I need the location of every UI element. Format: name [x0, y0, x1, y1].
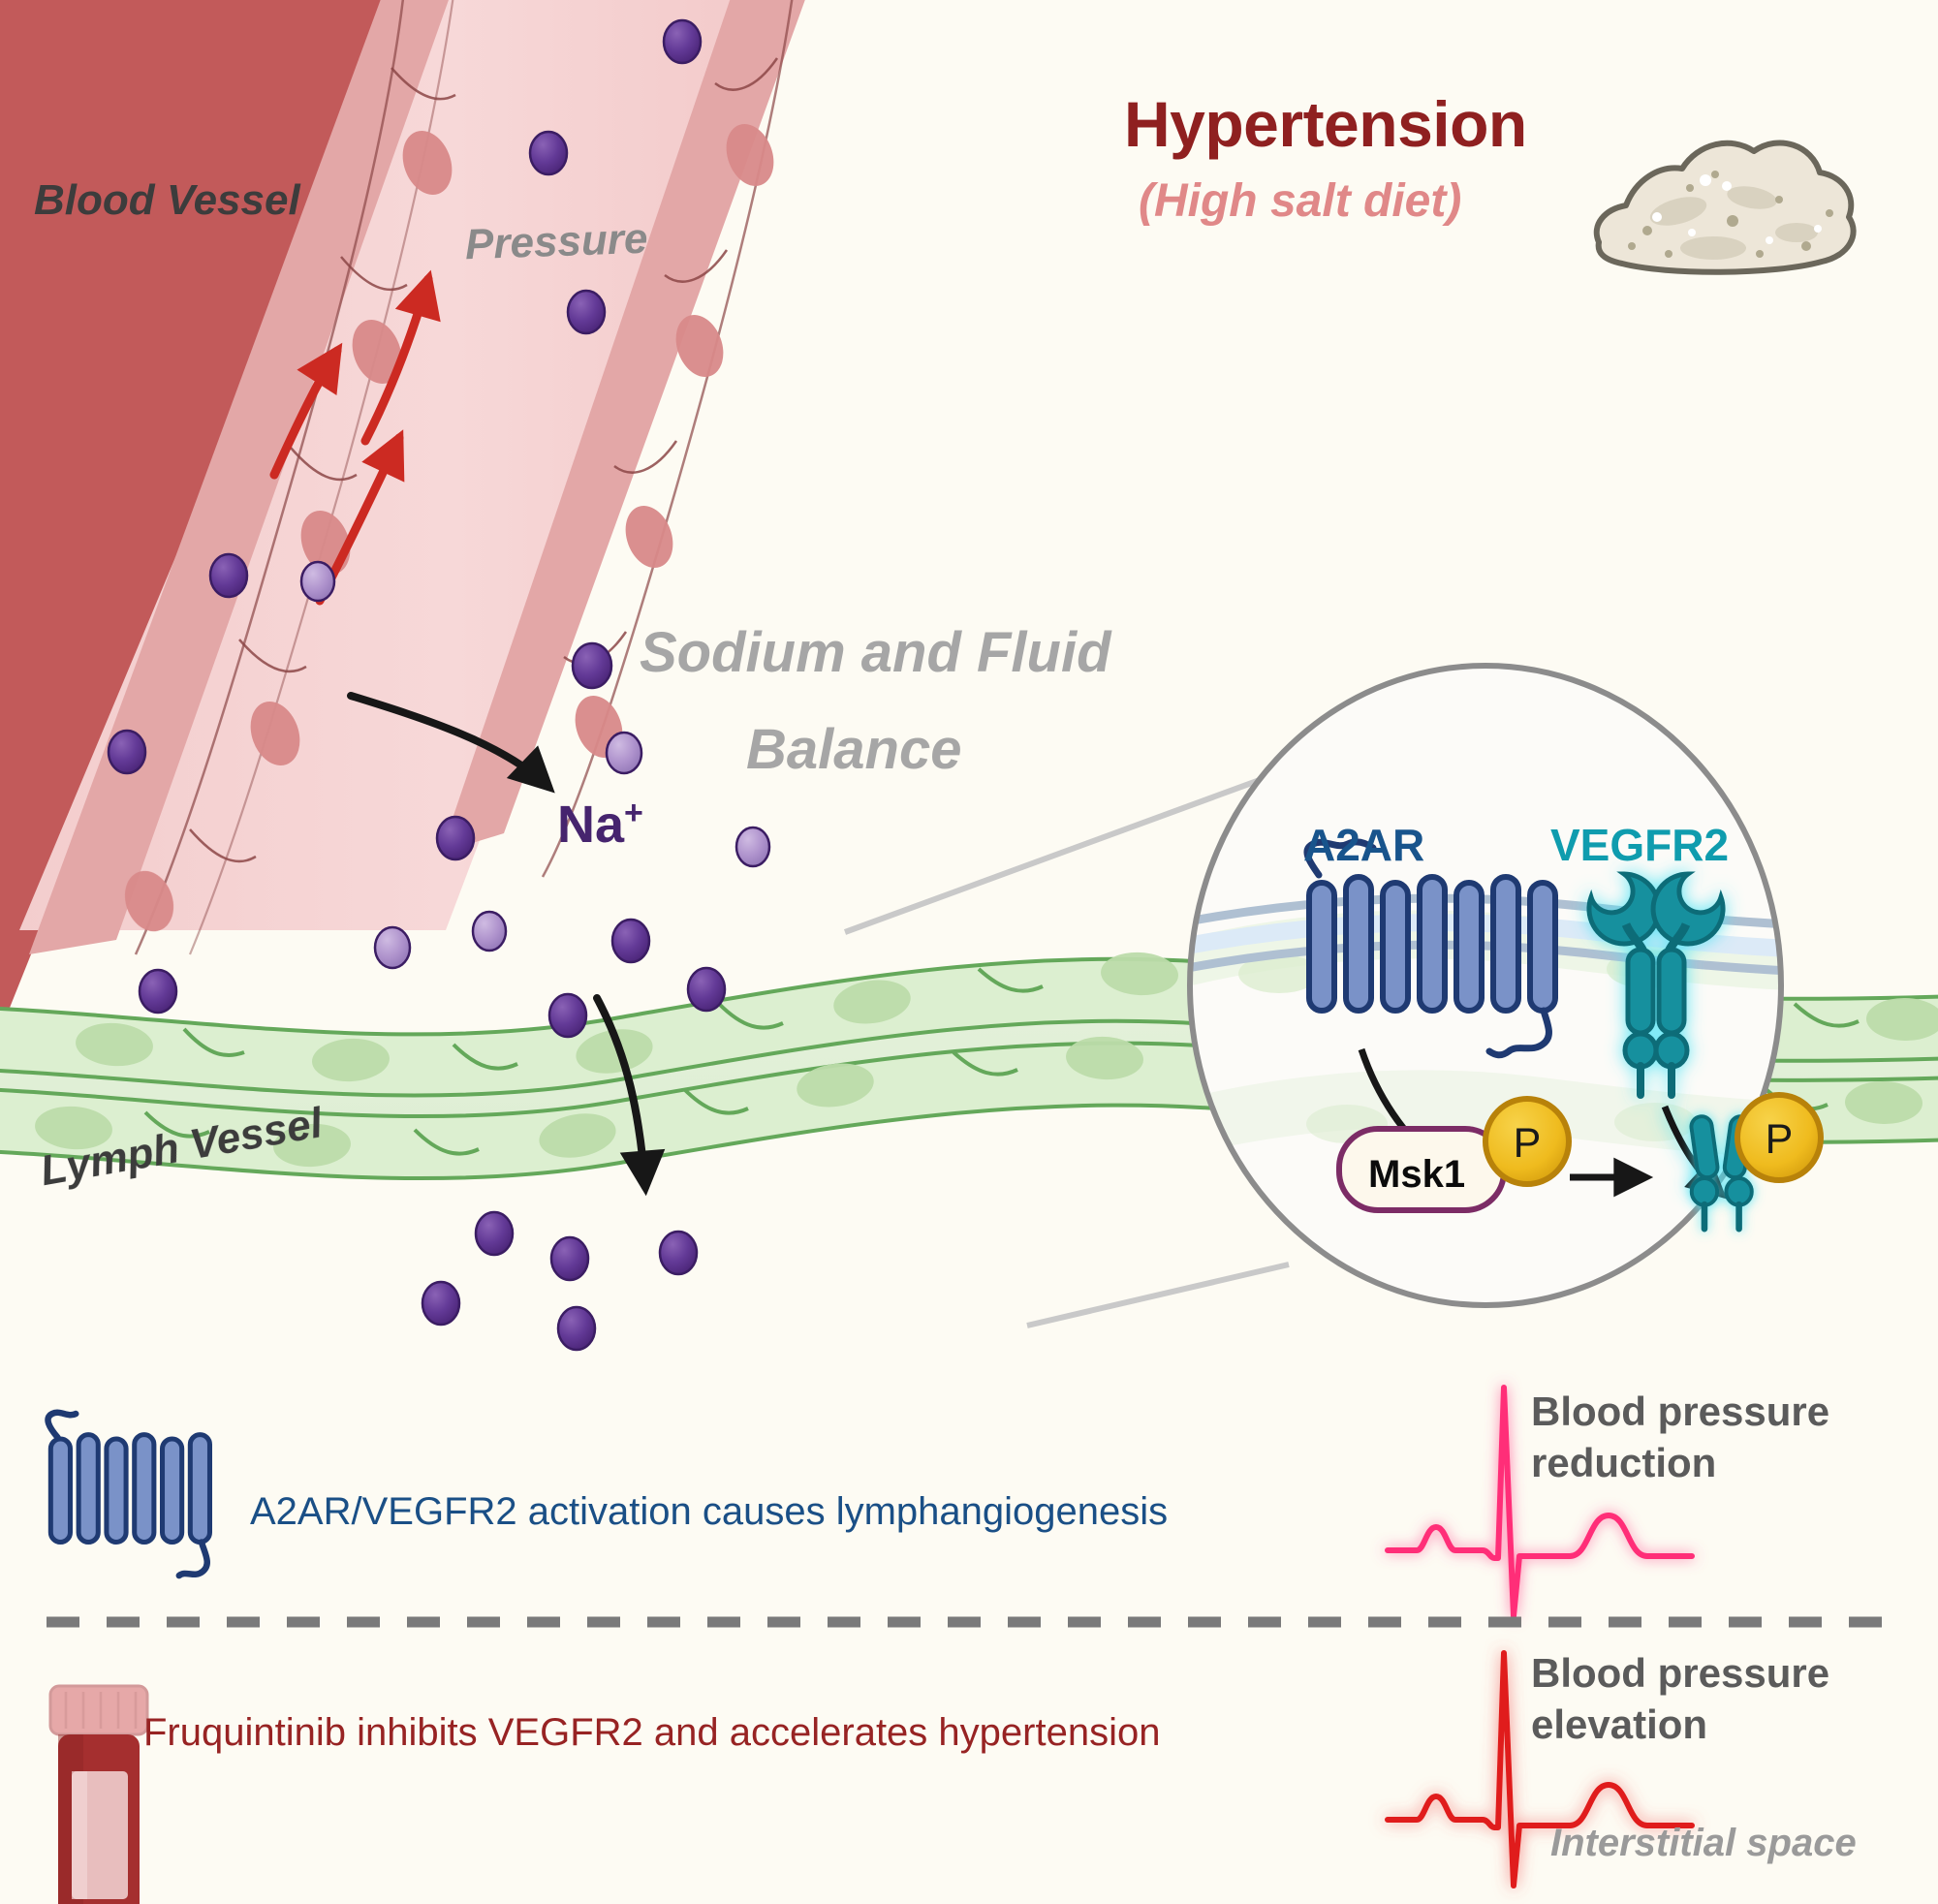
- outcome-reduction-label: Blood pressure reduction: [1531, 1386, 1829, 1489]
- outcome-elevation-label: Blood pressure elevation: [1531, 1647, 1829, 1751]
- a2ar-receptor-icon: [1303, 838, 1558, 1170]
- vegfr2-receptor-icon: [1586, 871, 1728, 1200]
- pressure-label: Pressure: [464, 214, 649, 269]
- blood-vessel-graphic: [0, 0, 805, 1032]
- sodium-balance-label-line1: Sodium and Fluid: [640, 621, 1111, 684]
- gpcr-receptor-icon: [45, 1409, 212, 1579]
- blood-vessel-label: Blood Vessel: [34, 176, 300, 224]
- sodium-ion-group: [107, 18, 771, 1352]
- interstitial-space-label: Interstitial space: [1550, 1822, 1857, 1864]
- svg-text:P: P: [1766, 1116, 1794, 1163]
- legend-item-1-text: A2AR/VEGFR2 activation causes lymphangio…: [250, 1490, 1169, 1533]
- sodium-transfer-arrows: [347, 692, 666, 1197]
- page-title: Hypertension: [1124, 88, 1527, 160]
- outcome-elevation-line2: elevation: [1531, 1701, 1708, 1748]
- sodium-ion-symbol: Na: [557, 796, 625, 854]
- page-subtitle: (High salt diet): [1139, 175, 1462, 227]
- ecg-elevation-icon: [1385, 1650, 1695, 1888]
- svg-text:P: P: [1514, 1120, 1542, 1167]
- phospho-badge-msk1: [1483, 1096, 1572, 1187]
- sodium-balance-label-line2: Balance: [746, 718, 962, 781]
- salt-pile-icon: [1593, 140, 1857, 275]
- outcome-reduction-line2: reduction: [1531, 1440, 1717, 1486]
- outcome-elevation-line1: Blood pressure: [1531, 1650, 1830, 1696]
- outcome-reduction-line1: Blood pressure: [1531, 1389, 1830, 1434]
- msk1-label: Msk1: [1368, 1153, 1466, 1196]
- msk1-kinase-icon: P: [1336, 1096, 1572, 1213]
- phospho-badge-vegfr2: P: [1735, 1092, 1824, 1183]
- ecg-reduction-icon: [1385, 1385, 1695, 1619]
- inset-connector-lines: [843, 777, 1290, 1328]
- a2ar-label: A2AR: [1303, 820, 1425, 870]
- drug-vial-icon: [48, 1684, 149, 1904]
- sodium-ion-charge: +: [624, 795, 643, 831]
- vegfr2-label: VEGFR2: [1550, 820, 1730, 870]
- legend-item-2-text: Fruquintinib inhibits VEGFR2 and acceler…: [143, 1711, 1161, 1754]
- sodium-ion-label: Na+: [557, 795, 643, 855]
